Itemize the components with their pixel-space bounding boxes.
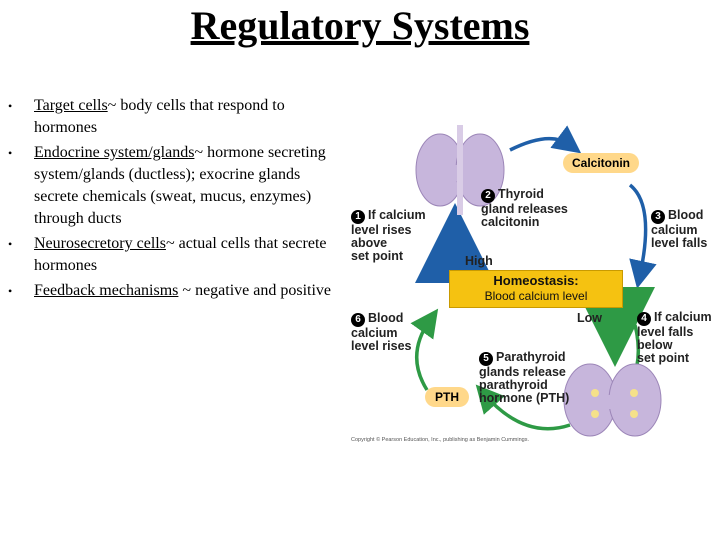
bullet-text: ~ negative and positive — [178, 282, 332, 299]
diagram-graphics — [410, 125, 662, 437]
bullet-term: Neurosecretory cells — [34, 235, 166, 252]
step-number: 4 — [637, 312, 651, 326]
bullet-term: Target cells — [34, 97, 108, 114]
slide-title: Regulatory Systems — [190, 3, 530, 48]
copyright-note: Copyright © Pearson Education, Inc., pub… — [351, 437, 530, 443]
bullet-icon: • — [8, 284, 13, 298]
bullet-text: ~ hormone secreting system/glands (ductl… — [34, 144, 326, 227]
bullet-text: ~ actual cells that secrete hormones — [34, 235, 327, 274]
bullet-icon: • — [8, 237, 13, 251]
bullet-icon: • — [8, 146, 13, 160]
calcium-homeostasis-diagram: Calcitonin PTH High Low Homeostasis: Blo… — [345, 125, 720, 455]
step-number: 2 — [481, 189, 495, 203]
upper-right-arrow — [628, 183, 657, 289]
bullet-icon: • — [8, 99, 13, 113]
homeostasis-box: Homeostasis: Blood calcium level — [449, 270, 623, 308]
bullet-list: • Target cells~ body cells that respond … — [8, 95, 338, 305]
upper-cycle-arrow — [509, 125, 582, 154]
bullet-feedback: • Feedback mechanisms ~ negative and pos… — [8, 280, 338, 302]
bullet-target-cells: • Target cells~ body cells that respond … — [8, 95, 338, 139]
bullet-text: ~ body cells that respond to hormones — [34, 97, 285, 136]
calcitonin-label: Calcitonin — [563, 153, 639, 173]
lower-left-arrow — [410, 308, 439, 391]
thyroid-gland-icon — [415, 125, 505, 215]
bullet-endocrine: • Endocrine system/glands~ hormone secre… — [8, 142, 338, 230]
lower-cycle-arrow — [475, 384, 571, 431]
homeostasis-title: Homeostasis: — [493, 273, 579, 288]
step-number: 3 — [651, 210, 665, 224]
pth-label: PTH — [425, 387, 469, 407]
step-number: 1 — [351, 210, 365, 224]
step-number: 5 — [479, 352, 493, 366]
low-label: Low — [577, 311, 602, 325]
high-label: High — [465, 254, 493, 268]
bullet-term: Endocrine system/glands — [34, 144, 195, 161]
bullet-neurosecretory: • Neurosecretory cells~ actual cells tha… — [8, 233, 338, 277]
bullet-term: Feedback mechanisms — [34, 282, 179, 299]
parathyroid-gland-icon — [563, 363, 662, 437]
homeostasis-subtitle: Blood calcium level — [484, 289, 588, 303]
step-number: 6 — [351, 313, 365, 327]
